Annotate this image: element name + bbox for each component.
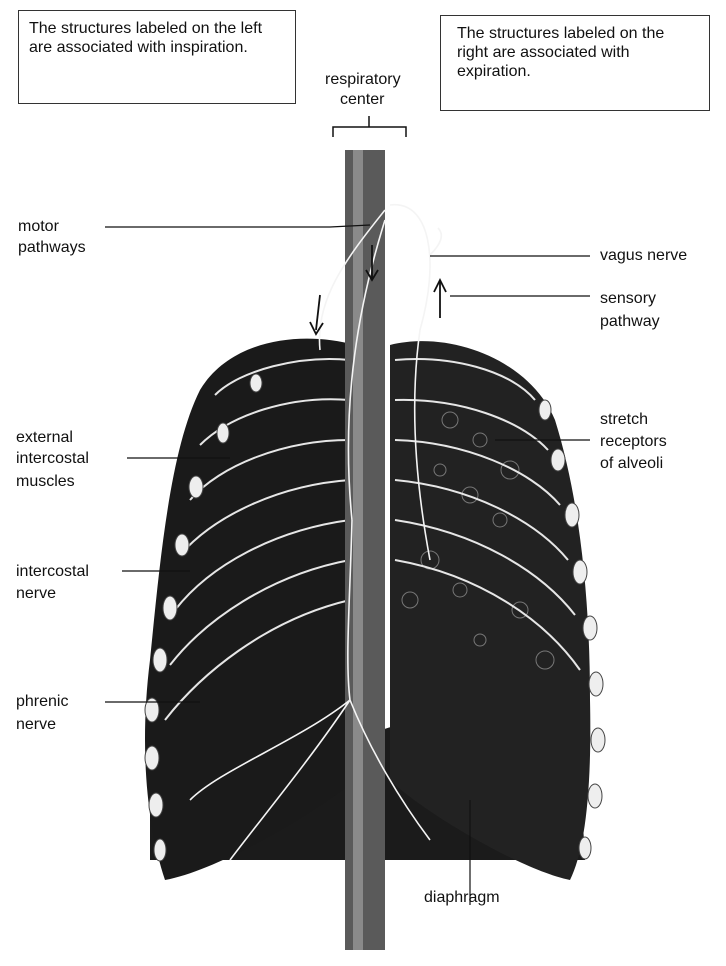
note-inspiration: The structures labeled on the left are a… [18, 10, 296, 104]
label-stretch-2: receptors [600, 432, 667, 451]
label-respiratory-center-2: center [340, 90, 384, 109]
label-sensory-1: sensory [600, 289, 656, 308]
label-intercostal-1: intercostal [16, 562, 89, 581]
respiratory-center-bracket [333, 116, 406, 137]
right-lung [390, 341, 590, 880]
label-external-2: intercostal [16, 449, 89, 468]
label-motor-2: pathways [18, 238, 86, 257]
label-phrenic-1: phrenic [16, 692, 68, 711]
label-stretch-1: stretch [600, 410, 648, 429]
label-respiratory-center-1: respiratory [325, 70, 401, 89]
label-diaphragm: diaphragm [424, 888, 500, 907]
label-vagus: vagus nerve [600, 246, 687, 265]
label-external-1: external [16, 428, 73, 447]
label-external-3: muscles [16, 472, 75, 491]
label-sensory-2: pathway [600, 312, 660, 331]
note-expiration: The structures labeled on the right are … [440, 15, 710, 111]
note-inspiration-text: The structures labeled on the left are a… [29, 20, 262, 56]
label-stretch-3: of alveoli [600, 454, 663, 473]
label-phrenic-2: nerve [16, 715, 56, 734]
note-expiration-text: The structures labeled on the right are … [457, 25, 664, 80]
label-intercostal-2: nerve [16, 584, 56, 603]
label-motor-1: motor [18, 217, 59, 236]
